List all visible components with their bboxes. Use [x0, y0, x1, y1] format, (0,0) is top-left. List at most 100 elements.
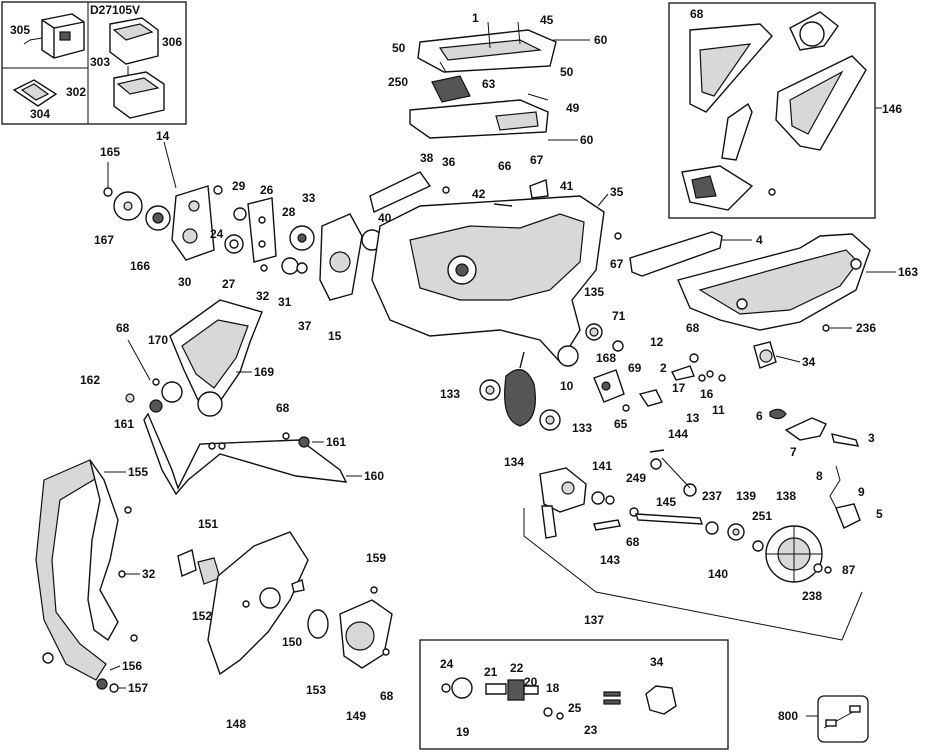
label-134: 134	[504, 455, 524, 469]
label-146: 146	[882, 102, 902, 116]
label-167: 167	[94, 233, 114, 247]
label-237: 237	[702, 489, 722, 503]
label-21: 21	[484, 665, 498, 679]
label-1: 1	[472, 11, 479, 25]
label-22: 22	[510, 661, 524, 675]
label-18: 18	[546, 681, 560, 695]
label-26: 26	[260, 183, 274, 197]
label-68-inset: 68	[690, 7, 704, 21]
label-133-a: 133	[440, 387, 460, 401]
handle-assembly	[409, 21, 590, 141]
label-20: 20	[524, 675, 538, 689]
label-251: 251	[752, 509, 772, 523]
label-302: 302	[66, 85, 86, 99]
label-170: 170	[148, 333, 168, 347]
label-144: 144	[668, 427, 688, 441]
label-303: 303	[90, 55, 110, 69]
label-68-b: 68	[686, 321, 700, 335]
label-68-d: 68	[116, 321, 130, 335]
label-29: 29	[232, 179, 246, 193]
label-250: 250	[388, 75, 408, 89]
label-138: 138	[776, 489, 796, 503]
label-157: 157	[128, 681, 148, 695]
label-69: 69	[628, 361, 642, 375]
label-49: 49	[566, 101, 580, 115]
label-249: 249	[626, 471, 646, 485]
label-166: 166	[130, 259, 150, 273]
inset-d27105v: D27105V 305 304 302 303 306	[1, 1, 187, 125]
label-24-a: 24	[210, 227, 224, 241]
label-28: 28	[282, 205, 296, 219]
label-306: 306	[162, 35, 182, 49]
part-304-bracket	[12, 79, 58, 107]
label-14: 14	[156, 129, 170, 143]
label-63: 63	[482, 77, 496, 91]
label-161-b: 161	[326, 435, 346, 449]
label-9: 9	[858, 485, 865, 499]
label-148: 148	[226, 717, 246, 731]
upper-guard-linkage	[125, 299, 348, 496]
label-139: 139	[736, 489, 756, 503]
label-60-a: 60	[594, 33, 608, 47]
label-42: 42	[472, 187, 486, 201]
label-8: 8	[816, 469, 823, 483]
label-68-e: 68	[276, 401, 290, 415]
label-145: 145	[656, 495, 676, 509]
label-71: 71	[612, 309, 626, 323]
lower-cover-parts	[177, 531, 393, 676]
label-155: 155	[128, 465, 148, 479]
label-68-c: 68	[626, 535, 640, 549]
label-149: 149	[346, 709, 366, 723]
cable-800	[817, 695, 869, 743]
lock-parts	[769, 408, 861, 529]
label-30: 30	[178, 275, 192, 289]
label-25: 25	[568, 701, 582, 715]
label-34-a: 34	[802, 355, 816, 369]
lower-arbor-assembly	[523, 449, 863, 641]
inset-34-breakdown	[419, 639, 729, 750]
label-159: 159	[366, 551, 386, 565]
label-150: 150	[282, 635, 302, 649]
label-50-a: 50	[392, 41, 406, 55]
label-67-a: 67	[530, 153, 544, 167]
label-236: 236	[856, 321, 876, 335]
label-3: 3	[868, 431, 875, 445]
arbor-parts	[479, 323, 777, 431]
label-31: 31	[278, 295, 292, 309]
label-34-b: 34	[650, 655, 664, 669]
label-27: 27	[222, 277, 236, 291]
label-143: 143	[600, 553, 620, 567]
label-305: 305	[10, 23, 30, 37]
label-163: 163	[898, 265, 918, 279]
label-36: 36	[442, 155, 456, 169]
model-label: D27105V	[90, 3, 140, 17]
label-10: 10	[560, 379, 574, 393]
label-65: 65	[614, 417, 628, 431]
label-19: 19	[456, 725, 470, 739]
label-135: 135	[584, 285, 604, 299]
label-7: 7	[790, 445, 797, 459]
label-35: 35	[610, 185, 624, 199]
label-140: 140	[708, 567, 728, 581]
part-305-module	[23, 13, 85, 59]
label-38: 38	[420, 151, 434, 165]
label-45: 45	[540, 13, 554, 27]
label-2: 2	[660, 361, 667, 375]
label-15: 15	[328, 329, 342, 343]
label-60-b: 60	[580, 133, 594, 147]
label-304: 304	[30, 107, 50, 121]
label-162: 162	[80, 373, 100, 387]
label-23: 23	[584, 723, 598, 737]
label-50-b: 50	[560, 65, 574, 79]
label-16: 16	[700, 387, 714, 401]
label-169: 169	[254, 365, 274, 379]
label-141: 141	[592, 459, 612, 473]
label-160: 160	[364, 469, 384, 483]
gearbox-parts	[103, 185, 383, 301]
label-41: 41	[560, 179, 574, 193]
label-165: 165	[100, 145, 120, 159]
label-13: 13	[686, 411, 700, 425]
label-153: 153	[306, 683, 326, 697]
label-17: 17	[672, 381, 686, 395]
